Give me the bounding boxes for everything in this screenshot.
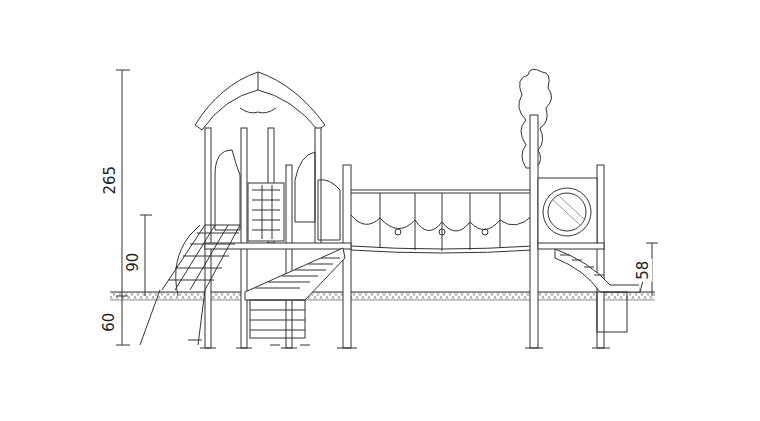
ground-line (110, 292, 655, 293)
rope-bridge (351, 190, 533, 253)
slide (555, 249, 643, 332)
ground-hatch (110, 292, 655, 300)
ground-line (110, 300, 655, 301)
dimension-label: 58 (636, 258, 653, 281)
right-tower (519, 69, 604, 348)
climbing-net (140, 225, 240, 345)
footings (188, 340, 610, 348)
tower-panels (215, 150, 340, 241)
dimension-lines (116, 70, 658, 345)
tower-posts (205, 128, 351, 348)
dimension-label: 90 (126, 250, 143, 273)
ramp (245, 248, 345, 338)
roof (195, 72, 325, 130)
dimension-label: 60 (102, 310, 119, 333)
dimension-label: 265 (102, 164, 119, 197)
